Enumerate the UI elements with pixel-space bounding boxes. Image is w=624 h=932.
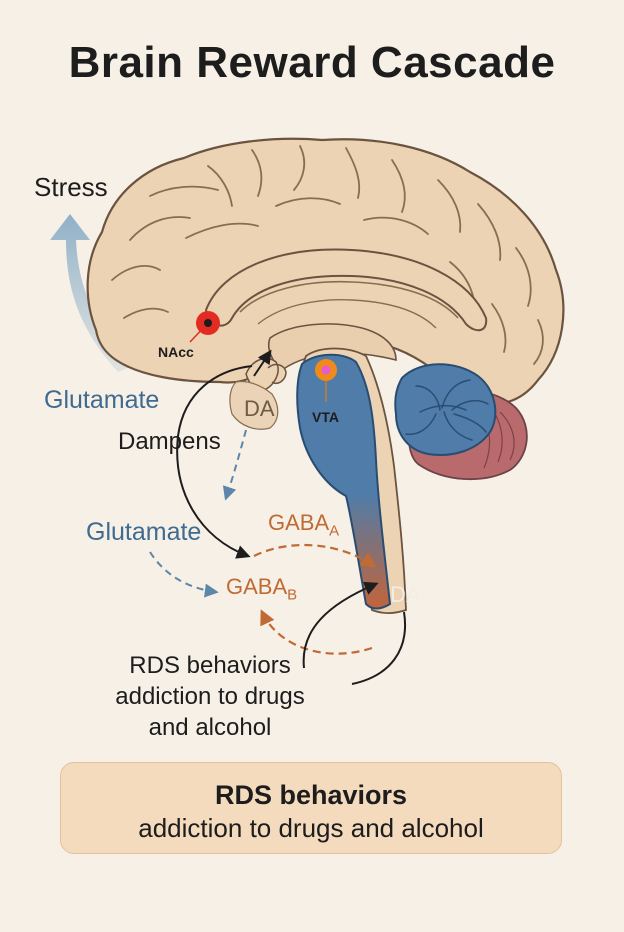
nacc-label: NAcc <box>158 344 194 360</box>
arrow-rds-to-da <box>302 581 379 669</box>
corpus-callosum <box>204 248 488 332</box>
arrow-dampens-dashed <box>222 429 247 501</box>
rds-box-subtext: addiction to drugs and alcohol <box>138 813 484 843</box>
arbor-vitae <box>405 379 489 441</box>
arrow-glutamate-to-gabab <box>149 551 219 598</box>
brainstem <box>296 353 392 610</box>
cerebellum-inner <box>394 363 497 456</box>
connector-da-down <box>351 611 406 685</box>
dampens-label: Dampens <box>118 428 221 455</box>
arrow-nacc-thalamus <box>253 349 272 377</box>
arrow-glutamate-to-gaba <box>176 365 253 559</box>
da-region-upper <box>229 380 279 430</box>
gaba-a-label: GABAA <box>268 510 340 540</box>
arrow-da-to-gabab <box>260 609 373 655</box>
rds-line-2: addiction to drugs <box>115 683 305 710</box>
rds-line-1: RDS behaviors <box>129 652 291 679</box>
arrow-gabaa-to-da <box>253 543 377 568</box>
glutamate-label-bottom: Glutamate <box>86 518 202 546</box>
stress-label: Stress <box>34 172 108 202</box>
stress-arrow <box>50 214 132 372</box>
cortex-folds <box>111 145 544 365</box>
da-label-upper: DA <box>244 396 275 421</box>
rds-text-block: RDS behaviors addiction to drugs and alc… <box>60 650 360 743</box>
rds-line-3: and alcohol <box>148 714 272 741</box>
page-title: Brain Reward Cascade <box>68 38 556 87</box>
glutamate-label-top: Glutamate <box>44 386 160 414</box>
gaba-b-label: GABAB <box>226 574 298 604</box>
vta-label: VTA <box>312 409 339 425</box>
da-label-lower: DA <box>390 582 421 607</box>
rds-summary-box: RDS behaviors addiction to drugs and alc… <box>60 762 562 854</box>
rds-box-heading: RDS behaviors <box>214 780 408 810</box>
